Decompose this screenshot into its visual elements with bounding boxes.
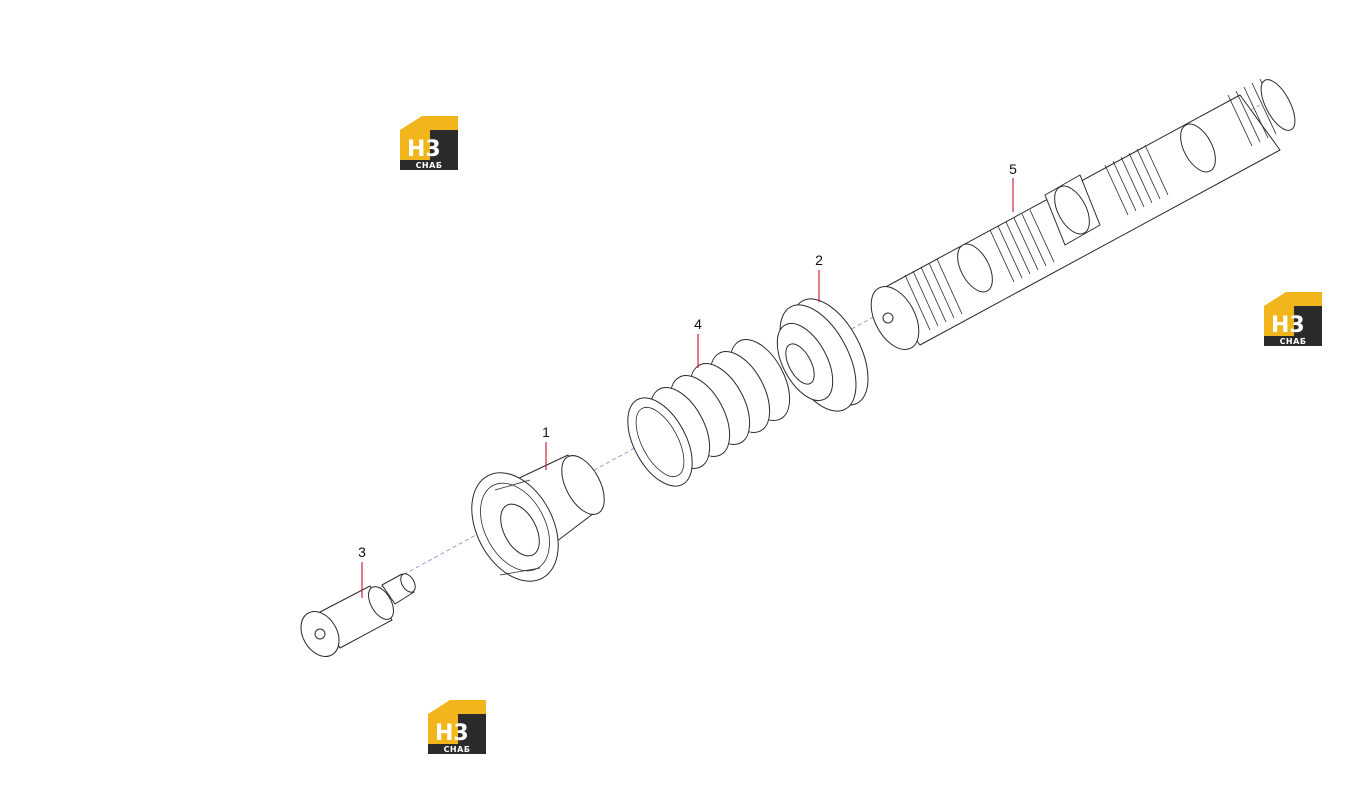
part-4-spring [627, 339, 791, 487]
spool-land-2 [989, 209, 1055, 283]
logo-watermark-top: H3 СНАБ [400, 116, 458, 170]
spool-land-1 [904, 258, 963, 331]
spool-land-3 [1104, 144, 1169, 216]
logo-sub-text: СНАБ [444, 745, 471, 754]
logo-sub-text: СНАБ [416, 161, 443, 170]
logo-main-text: H3 [407, 137, 441, 162]
callout-3: 3 [358, 544, 366, 560]
logo-watermark-bottom: H3 СНАБ [428, 700, 486, 754]
part-2-washer [776, 298, 869, 412]
callout-5: 5 [1009, 161, 1017, 177]
callout-1: 1 [542, 424, 550, 440]
logo-sub-text: СНАБ [1280, 337, 1307, 346]
part-5-spool [870, 78, 1296, 350]
spool-land-4 [1227, 78, 1285, 147]
logo-main-text: H3 [435, 721, 469, 746]
callout-2: 2 [815, 252, 823, 268]
callout-4: 4 [694, 316, 702, 332]
part-1-bushing [471, 454, 605, 582]
logo-watermark-right: H3 СНАБ [1264, 292, 1322, 346]
part-3-pin [300, 573, 416, 657]
logo-main-text: H3 [1271, 313, 1305, 338]
